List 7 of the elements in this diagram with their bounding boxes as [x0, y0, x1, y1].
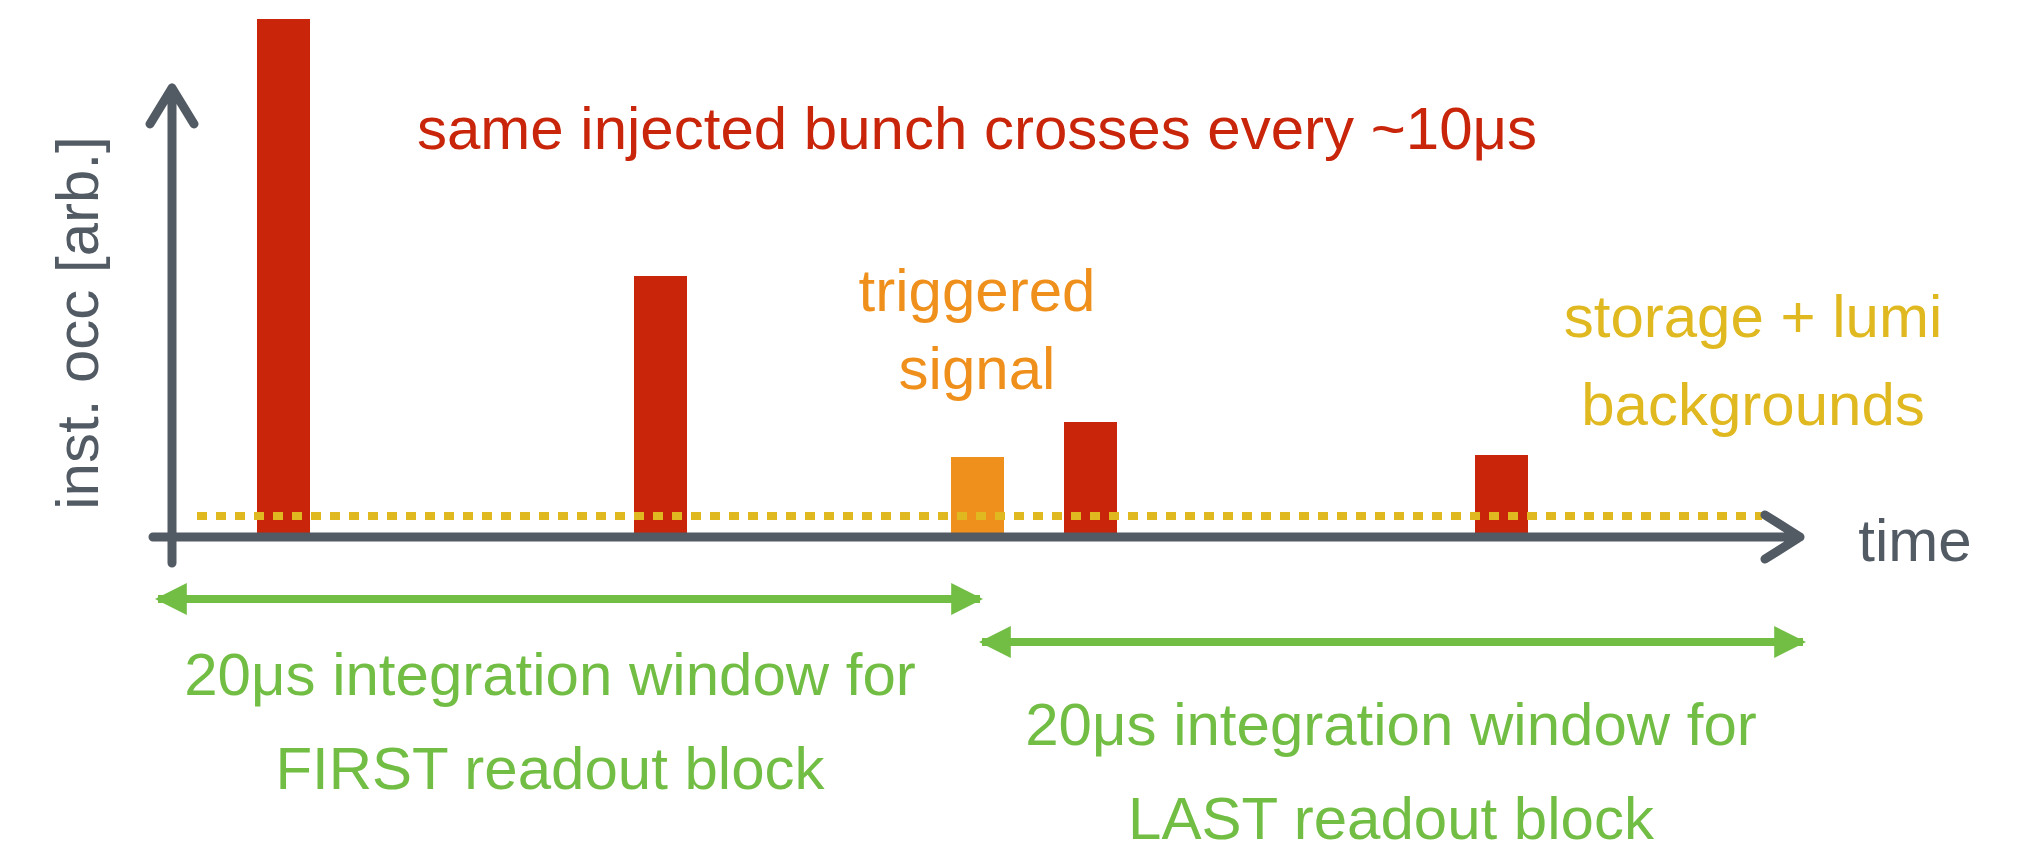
- window-label: 20μs integration window for FIRST readout block: [183, 640, 917, 804]
- annotation-text: same injected bunch crosses every ~10μs: [416, 94, 1538, 164]
- axis-title: inst. occ [arb.]: [43, 136, 112, 510]
- annotation-text: storage + lumi backgrounds: [1562, 282, 1944, 440]
- annotation-text: triggered signal: [857, 256, 1097, 404]
- window-label: 20μs integration window for LAST readout block: [1024, 690, 1758, 848]
- axis-title: time: [1858, 506, 1972, 576]
